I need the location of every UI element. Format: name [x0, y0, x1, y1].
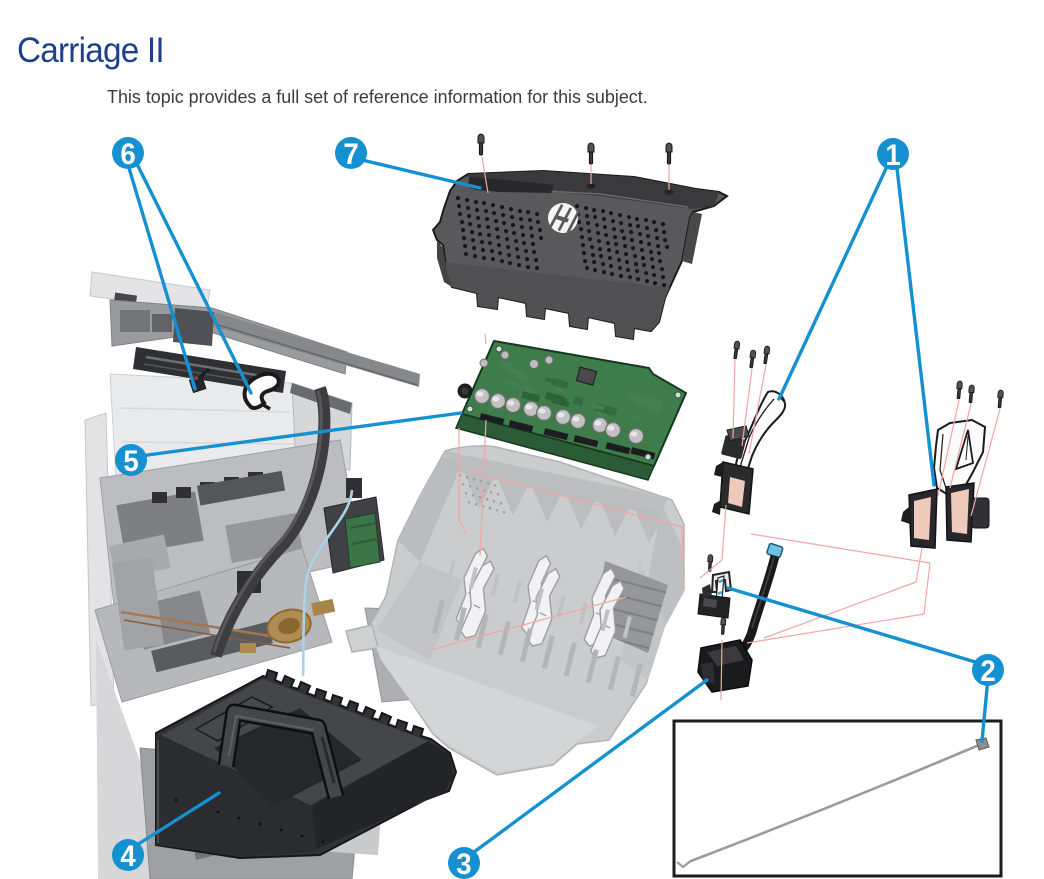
svg-text:6: 6: [120, 138, 135, 171]
svg-text:3: 3: [456, 848, 471, 879]
svg-text:4: 4: [120, 840, 135, 873]
svg-text:2: 2: [980, 655, 995, 688]
svg-text:1: 1: [885, 139, 900, 172]
svg-text:7: 7: [343, 138, 358, 171]
svg-text:5: 5: [123, 445, 138, 478]
